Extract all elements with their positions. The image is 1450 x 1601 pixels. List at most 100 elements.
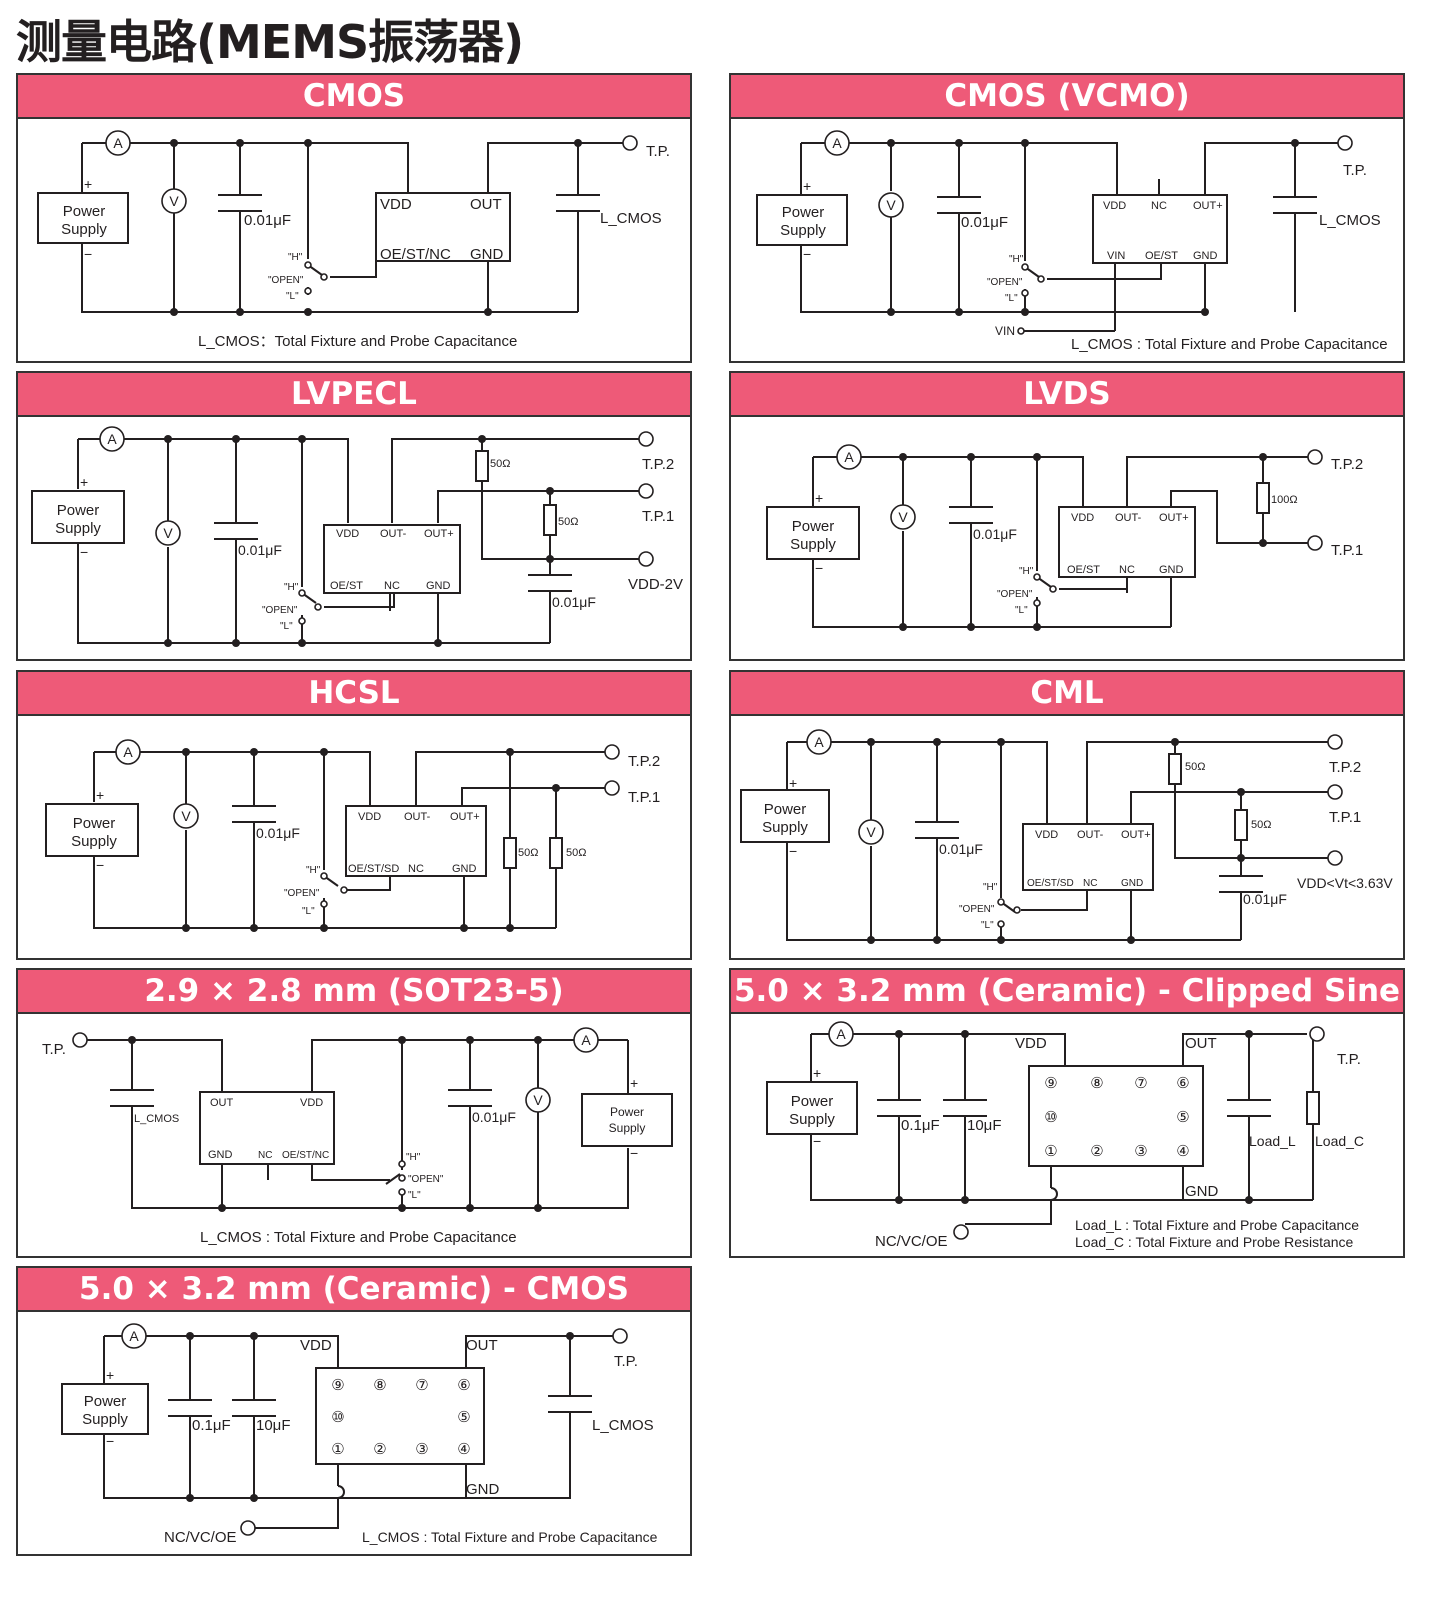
- cap2-label: 0.01μF: [552, 594, 596, 610]
- power-label: Power: [792, 518, 835, 535]
- schematic-cmos: A V + − Power Supply 0.01μF VDD OUT OE/S…: [37, 130, 670, 350]
- tp2-label: T.P.2: [642, 456, 674, 473]
- schematic-clipped: A + − Power Supply VDD OUT GND 0.1μF 10μ…: [766, 1021, 1364, 1250]
- panel-sot: 2.9 × 2.8 mm (SOT23-5) A V + − Power Sup…: [16, 968, 692, 1258]
- ammeter-icon: A: [832, 135, 842, 151]
- power-label: Power: [73, 815, 116, 832]
- switch-l-label: "L": [302, 906, 315, 917]
- plus-label: +: [84, 176, 92, 192]
- pin-7: ⑦: [1134, 1075, 1147, 1092]
- pin-6: ⑥: [1176, 1075, 1189, 1092]
- power-label: Power: [63, 203, 106, 220]
- load-label: L_CMOS: [134, 1113, 179, 1125]
- gnd-pin: GND: [470, 246, 504, 263]
- switch-open-label: "OPEN": [268, 275, 304, 286]
- pin-7: ⑦: [415, 1377, 428, 1394]
- switch-h-label: "H": [288, 252, 303, 263]
- vref-label: VDD-2V: [628, 576, 683, 593]
- voltmeter-icon: V: [169, 193, 179, 209]
- vdd-pin: VDD: [1035, 829, 1058, 841]
- supply-label: Supply: [790, 536, 836, 553]
- panel-header-ceramic-cmos: 5.0 × 3.2 mm (Ceramic) - CMOS: [18, 1268, 690, 1312]
- plus-label: +: [813, 1065, 821, 1081]
- cap-label: 0.01μF: [238, 542, 282, 558]
- supply-label: Supply: [789, 1111, 835, 1128]
- vref-label: VDD<Vt<3.63V: [1297, 875, 1393, 891]
- tp2-label: T.P.2: [628, 753, 660, 770]
- voltmeter-icon: V: [898, 509, 908, 525]
- voltmeter-icon: V: [886, 197, 896, 213]
- r1-label: 50Ω: [1185, 761, 1205, 773]
- minus-label: −: [813, 1133, 821, 1149]
- oest-pin: OE/ST: [330, 580, 363, 592]
- supply-label: Supply: [82, 1411, 128, 1428]
- panel-header-clipped: 5.0 × 3.2 mm (Ceramic) - Clipped Sine: [731, 970, 1403, 1014]
- oest-pin: OE/ST/SD: [1027, 878, 1074, 889]
- switch-h-label: "H": [1009, 254, 1024, 265]
- ncvcoe-label: NC/VC/OE: [164, 1529, 237, 1546]
- supply-label: Supply: [55, 520, 101, 537]
- switch-l-label: "L": [1005, 293, 1018, 304]
- note-text: L_CMOS : Total Fixture and Probe Capacit…: [1071, 336, 1388, 353]
- pin-4: ④: [457, 1441, 470, 1458]
- plus-label: +: [630, 1075, 638, 1091]
- note-line-2: Load_C : Total Fixture and Probe Resista…: [1075, 1234, 1354, 1250]
- gnd-pin: GND: [1159, 564, 1184, 576]
- cap1-label: 0.1μF: [192, 1417, 231, 1434]
- schematic-vcmo: A V + − Power Supply 0.01μF VDD NC OUT+ …: [756, 130, 1388, 353]
- supply-label: Supply: [71, 833, 117, 850]
- vdd-pin: VDD: [300, 1097, 323, 1109]
- loadc-label: Load_C: [1315, 1133, 1364, 1149]
- panel-clipped: 5.0 × 3.2 mm (Ceramic) - Clipped Sine A …: [729, 968, 1405, 1258]
- pin-6: ⑥: [457, 1377, 470, 1394]
- panel-header-lvds: LVDS: [731, 373, 1403, 417]
- outp-pin: OUT+: [1159, 512, 1189, 524]
- cap-label: 0.01μF: [472, 1109, 516, 1125]
- note-line-1: Load_L : Total Fixture and Probe Capacit…: [1075, 1217, 1359, 1233]
- gnd-label: GND: [1185, 1183, 1219, 1200]
- plus-label: +: [815, 490, 823, 506]
- nc-pin: NC: [1083, 878, 1097, 889]
- switch-l-label: "L": [408, 1190, 421, 1201]
- oest-pin: OE/ST: [1067, 564, 1100, 576]
- panel-header-hcsl: HCSL: [18, 672, 690, 716]
- panel-cmos: CMOS A V + − Power Supply 0.01μF VDD OUT…: [16, 73, 692, 363]
- tp-label: T.P.: [614, 1353, 638, 1370]
- nc-pin: NC: [384, 580, 400, 592]
- supply-label: Supply: [780, 222, 826, 239]
- cap-label: 0.01μF: [939, 841, 983, 857]
- ammeter-icon: A: [836, 1026, 846, 1042]
- tp2-label: T.P.2: [1331, 456, 1363, 473]
- outp-pin: OUT+: [424, 528, 454, 540]
- r2-label: 50Ω: [558, 516, 578, 528]
- tp1-label: T.P.1: [1329, 809, 1361, 826]
- vin-pin: VIN: [1107, 250, 1125, 262]
- r2-label: 50Ω: [566, 847, 586, 859]
- power-label: Power: [84, 1393, 127, 1410]
- panel-header-sot: 2.9 × 2.8 mm (SOT23-5): [18, 970, 690, 1014]
- pin-3: ③: [415, 1441, 428, 1458]
- pin-3: ③: [1134, 1143, 1147, 1160]
- vdd-label: VDD: [1015, 1035, 1047, 1052]
- pin-4: ④: [1176, 1143, 1189, 1160]
- power-label: Power: [791, 1093, 834, 1110]
- note-text: L_CMOS : Total Fixture and Probe Capacit…: [362, 1529, 658, 1545]
- panel-header-vcmo: CMOS (VCMO): [731, 75, 1403, 119]
- r1-label: 50Ω: [518, 847, 538, 859]
- power-label: Power: [57, 502, 100, 519]
- panel-lvds: LVDS A V + − Power Supply 0.01μF 100Ω VD…: [729, 371, 1405, 661]
- plus-label: +: [106, 1367, 114, 1383]
- minus-label: −: [106, 1433, 114, 1449]
- cap2-label: 0.01μF: [1243, 891, 1287, 907]
- schematic-lvds: A V + − Power Supply 0.01μF 100Ω VDD OUT…: [766, 444, 1363, 631]
- schematic-ceramic-cmos: A + − Power Supply VDD OUT GND 0.1μF 10μ…: [61, 1323, 658, 1546]
- ammeter-icon: A: [844, 449, 854, 465]
- nc-pin: NC: [408, 863, 424, 875]
- gnd-pin: GND: [208, 1149, 233, 1161]
- pin-1: ①: [331, 1441, 344, 1458]
- switch-h-label: "H": [406, 1152, 421, 1163]
- switch-open-label: "OPEN": [959, 904, 995, 915]
- minus-label: −: [803, 246, 811, 262]
- vdd-pin: VDD: [1071, 512, 1094, 524]
- out-pin: OUT: [210, 1097, 234, 1109]
